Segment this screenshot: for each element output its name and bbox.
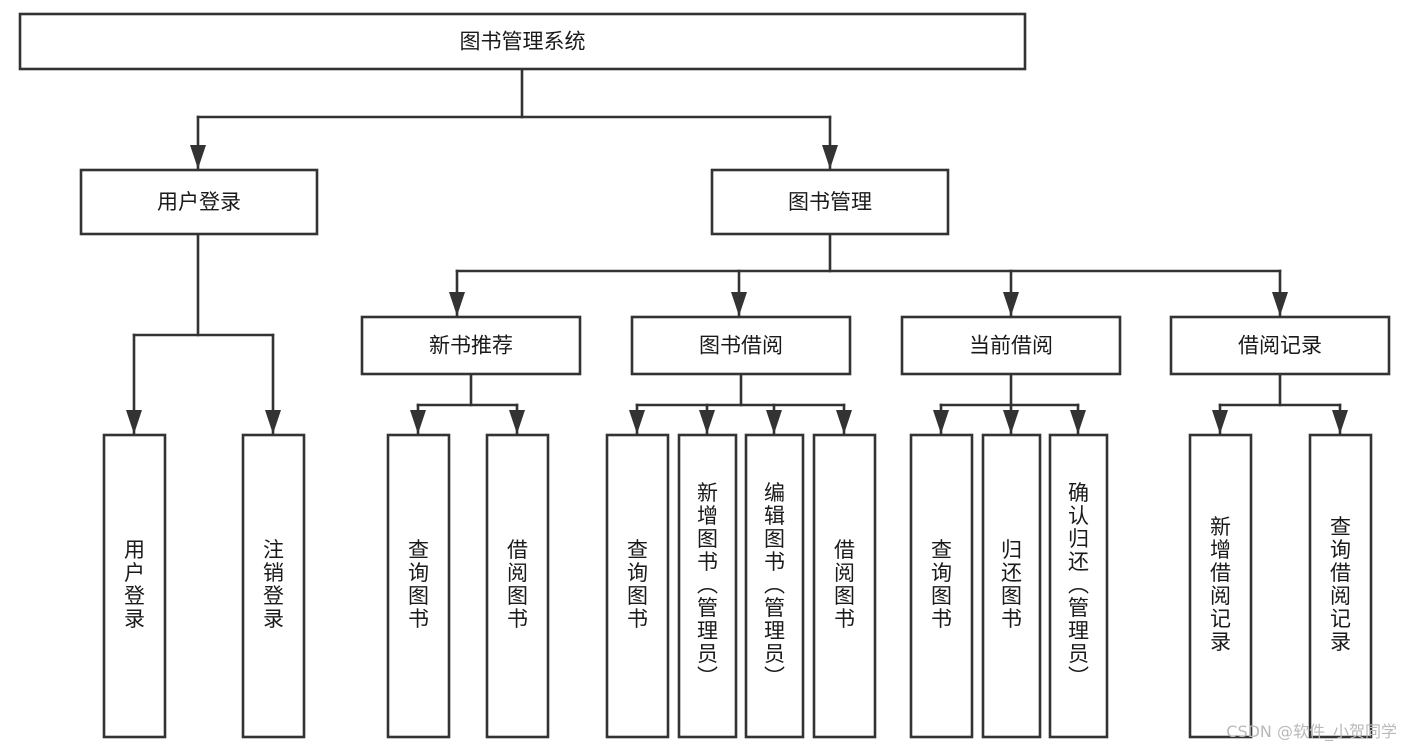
arrow-head-icon — [1272, 292, 1288, 316]
connector-record-to-leaves — [1218, 372, 1342, 435]
node-box-leaf-8[interactable] — [909, 433, 974, 739]
node-box-level3-0[interactable] — [360, 315, 582, 376]
arrow-head-icon — [731, 292, 747, 316]
node-box-leaf-1[interactable] — [241, 433, 306, 739]
node-label-level2-1: 图书管理 — [788, 190, 872, 214]
node-box-leaf-7[interactable] — [812, 433, 877, 739]
arrow-head-icon — [766, 410, 782, 434]
node-box-level2-0[interactable] — [79, 168, 319, 236]
arrow-head-icon — [265, 410, 281, 434]
node-box-leaf-12[interactable] — [1308, 433, 1373, 739]
node-label-root-0: 图书管理系统 — [460, 30, 586, 54]
arrow-head-icon — [1003, 410, 1019, 434]
connector-borrow-to-leaves — [635, 372, 846, 435]
arrow-head-icon — [1070, 410, 1086, 434]
node-box-level3-2[interactable] — [900, 315, 1122, 376]
node-box-leaf-11[interactable] — [1188, 433, 1253, 739]
node-label-level2-0: 用户登录 — [157, 190, 241, 214]
node-box-leaf-2[interactable] — [386, 433, 451, 739]
arrow-head-icon — [509, 410, 525, 434]
node-label-level3-3: 借阅记录 — [1238, 334, 1322, 358]
node-box-level3-3[interactable] — [1169, 315, 1391, 376]
node-box-root-0[interactable] — [18, 12, 1027, 71]
connector-book-manage-to-level3 — [455, 232, 1282, 317]
arrow-head-icon — [699, 410, 715, 434]
connector-new-book-to-leaves — [416, 372, 519, 435]
arrow-head-icon — [449, 292, 465, 316]
arrow-head-icon — [629, 410, 645, 434]
box-layer — [18, 12, 1391, 739]
arrow-head-icon — [836, 410, 852, 434]
arrow-head-icon — [410, 410, 426, 434]
node-box-level2-1[interactable] — [710, 168, 950, 236]
arrow-head-icon — [1003, 292, 1019, 316]
node-label-level3-0: 新书推荐 — [429, 334, 513, 358]
node-box-level3-1[interactable] — [630, 315, 852, 376]
arrow-head-icon — [190, 145, 206, 169]
node-label-level3-2: 当前借阅 — [969, 334, 1053, 358]
node-box-leaf-6[interactable] — [744, 433, 805, 739]
connector-root-to-level2 — [196, 67, 832, 170]
connector-user-login-to-leaves — [132, 232, 275, 435]
node-box-leaf-4[interactable] — [605, 433, 670, 739]
arrow-head-icon — [822, 145, 838, 169]
node-label-level3-1: 图书借阅 — [699, 334, 783, 358]
node-box-leaf-10[interactable] — [1048, 433, 1109, 739]
node-box-leaf-9[interactable] — [981, 433, 1042, 739]
arrow-head-icon — [1212, 410, 1228, 434]
watermark-credit: CSDN @软件_小贺同学 — [1226, 722, 1397, 741]
node-box-leaf-5[interactable] — [677, 433, 738, 739]
node-box-leaf-0[interactable] — [102, 433, 167, 739]
arrow-head-icon — [1332, 410, 1348, 434]
connector-layer — [126, 67, 1348, 435]
arrow-head-icon — [126, 410, 142, 434]
node-box-leaf-3[interactable] — [485, 433, 550, 739]
arrow-head-icon — [933, 410, 949, 434]
